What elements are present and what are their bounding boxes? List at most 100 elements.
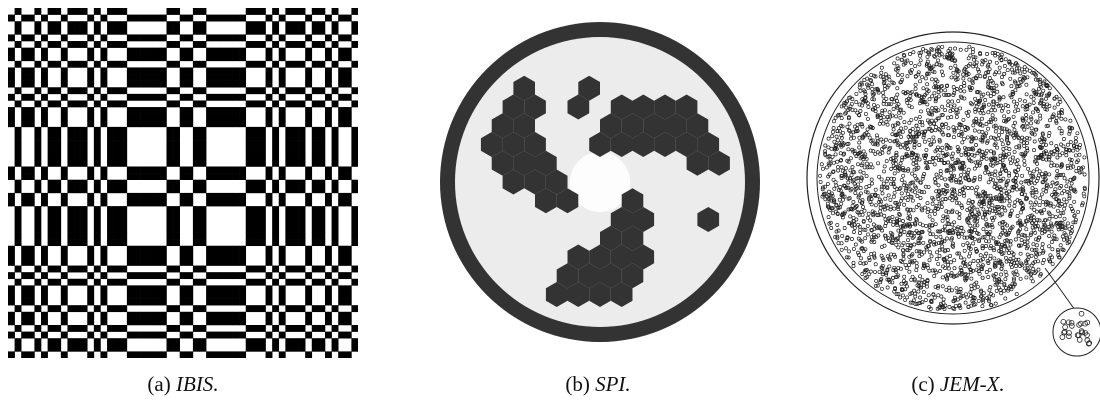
ibis-mask-element [252,239,260,247]
ibis-mask-element [324,120,332,128]
ibis-mask-element [239,47,247,55]
jemx-hole [984,244,989,248]
jemx-hole [1011,124,1016,129]
ibis-mask-element [272,159,280,167]
ibis-mask-element [245,60,253,68]
ibis-mask-element [80,21,88,29]
ibis-mask-element [126,245,134,253]
jemx-hole [1003,168,1008,173]
jemx-hole [974,136,979,141]
jemx-hole [959,152,964,157]
ibis-mask-element [331,126,339,134]
ibis-mask-element [179,318,187,326]
ibis-mask-element [318,278,326,286]
jemx-hole [908,52,912,56]
jemx-hole [891,222,896,227]
jemx-hole [1008,157,1013,162]
ibis-mask-element [179,47,187,55]
jemx-hole [1071,148,1076,153]
jemx-hole [972,237,977,242]
jemx-hole [920,277,925,282]
spi-hex-element [600,113,622,139]
jemx-hole [909,277,914,282]
ibis-mask-element [344,166,352,174]
ibis-mask-element [291,60,299,68]
jemx-hole [965,174,970,179]
ibis-mask-element [278,67,286,75]
jemx-hole [890,156,895,161]
ibis-mask-element [159,14,167,22]
ibis-mask-element [14,219,22,227]
ibis-mask-element [74,60,81,68]
jemx-hole [1003,277,1008,282]
jemx-inset-hole [1078,328,1085,334]
ibis-mask-element [113,153,121,161]
ibis-mask-element [8,67,15,75]
jemx-hole [849,132,854,137]
jemx-hole [936,284,941,288]
ibis-mask-element [186,67,194,75]
ibis-mask-element [60,311,68,319]
ibis-mask-element [146,291,154,299]
jemx-hole [925,265,930,270]
ibis-mask-element [324,252,332,260]
jemx-hole [898,107,903,112]
ibis-mask-element [67,41,75,48]
ibis-mask-element [331,153,339,161]
ibis-mask-element [272,179,280,187]
ibis-mask-element [206,192,214,200]
ibis-mask-element [54,324,62,332]
jemx-hole [1058,99,1063,104]
jemx-hole [914,261,919,266]
jemx-hole [922,263,926,268]
jemx-hole [861,170,866,175]
jemx-hole [1010,70,1015,75]
jemx-hole [823,151,828,156]
ibis-mask-element [206,318,214,326]
ibis-mask-element [54,179,62,187]
ibis-mask-element [252,41,260,48]
jemx-hole [1013,109,1018,114]
jemx-hole [1008,285,1013,290]
jemx-hole [851,246,856,251]
jemx-hole [901,110,906,115]
jemx-hole [856,222,861,227]
jemx-hole [989,86,994,91]
jemx-inset-hole [1078,310,1085,317]
ibis-mask-element [60,291,68,299]
jemx-hole [1043,96,1048,101]
jemx-hole [925,166,930,171]
jemx-hole [971,241,976,246]
jemx-hole [946,168,951,173]
jemx-hole [952,187,957,192]
jemx-hole [1013,120,1017,125]
jemx-hole [984,148,989,153]
ibis-mask-element [80,8,88,15]
jemx-hole [991,236,996,241]
ibis-mask-element [8,272,15,280]
jemx-hole [1062,237,1066,242]
jemx-hole [838,185,843,189]
jemx-hole [948,109,953,114]
ibis-mask-element [74,212,81,220]
jemx-hole [1007,147,1012,152]
jemx-hole [837,197,842,202]
jemx-hole [959,85,963,89]
ibis-mask-element [60,93,68,101]
jemx-hole [1074,160,1079,165]
jemx-hole [1013,80,1018,85]
jemx-hole [873,269,877,274]
jemx-hole [881,90,886,95]
ibis-mask-element [54,60,62,68]
ibis-mask-element [67,324,75,332]
jemx-hole [907,263,912,267]
jemx-hole [1016,243,1021,248]
ibis-mask-element [133,67,141,75]
ibis-mask-element [324,331,332,339]
ibis-mask-element [291,232,299,240]
jemx-hole [993,209,998,214]
jemx-hole [887,147,892,151]
ibis-mask-element [318,344,326,352]
ibis-mask-element [67,225,75,233]
jemx-hole [990,225,995,230]
